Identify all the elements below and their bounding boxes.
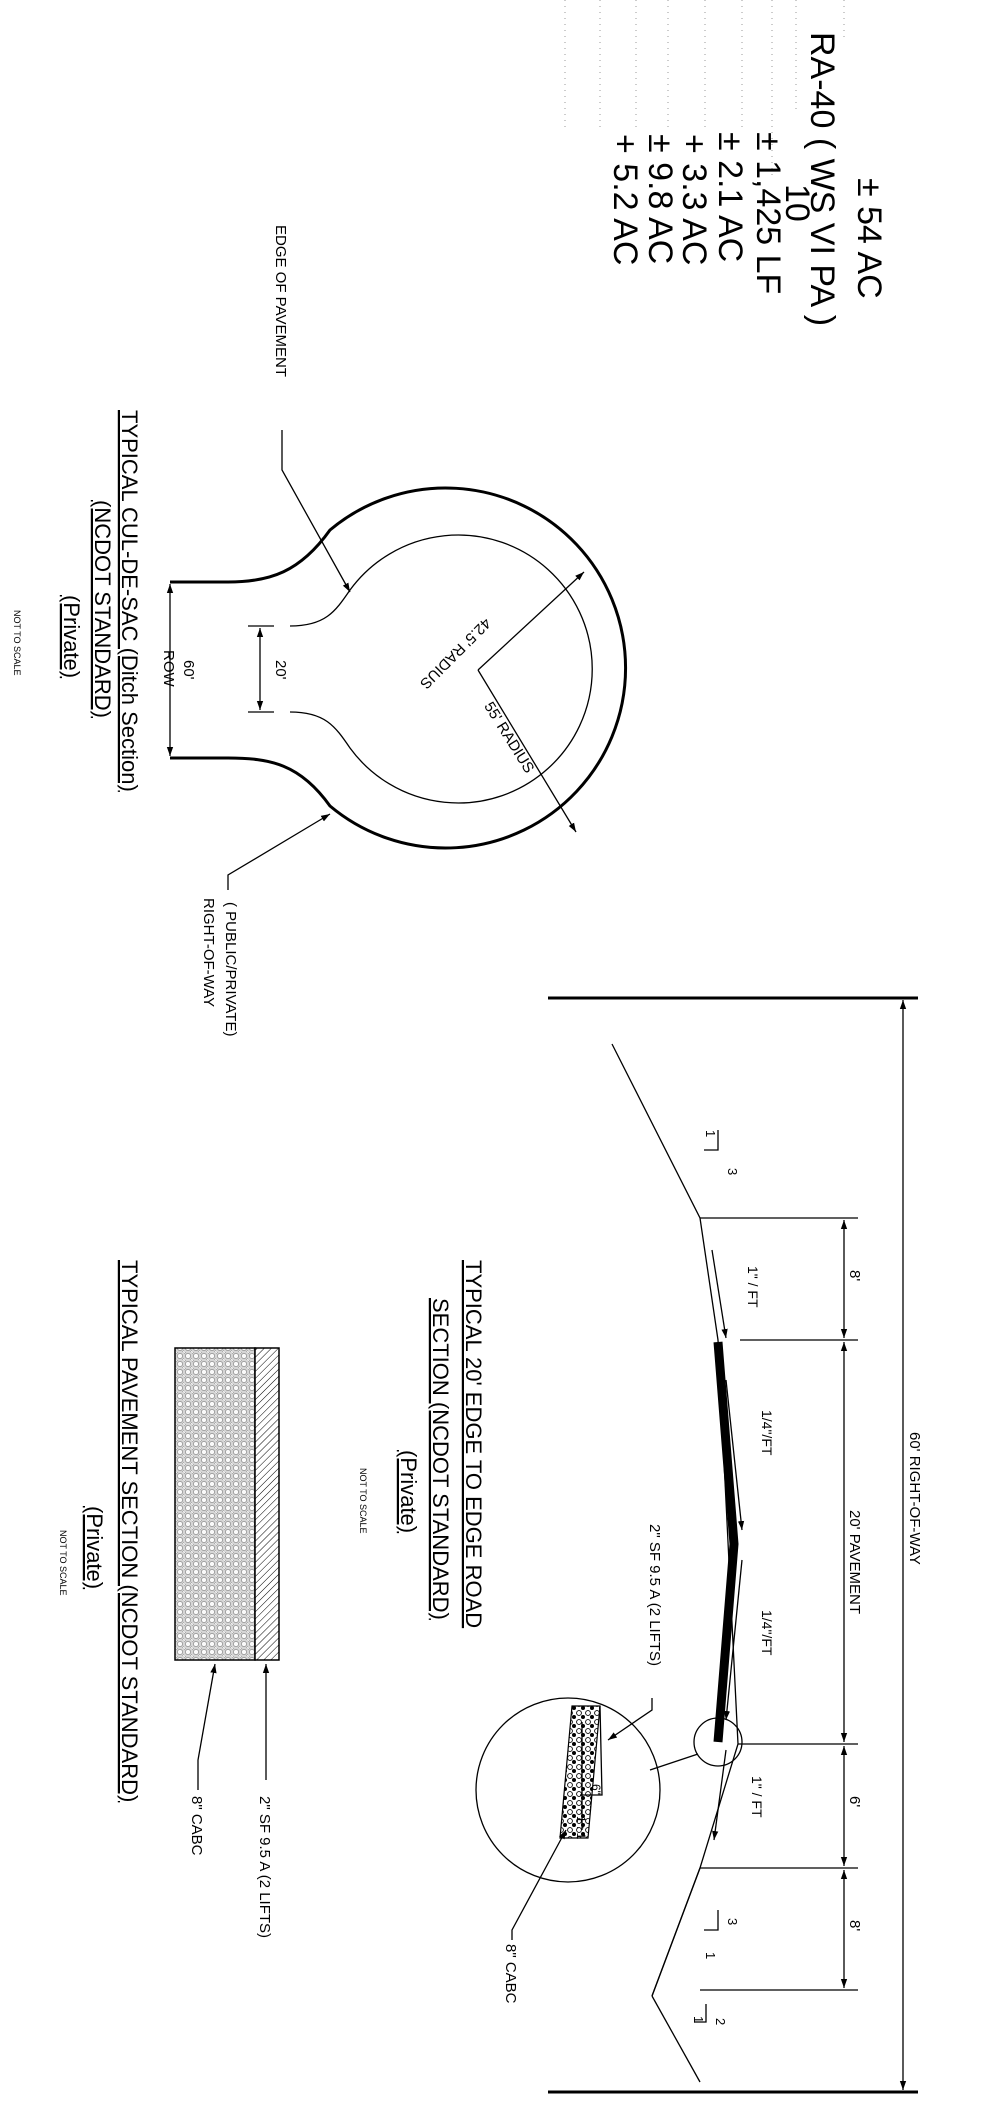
slope-ratio-backslope: 2 [713,2018,728,2025]
slope-ratio-bottom-rise: 1 [703,1952,718,1959]
pavement-base-note: 8" CABC [188,1796,205,1856]
road-pavement-surface [713,1341,739,1743]
base-note-label: 8" CABC [502,1944,519,2004]
slope-ratio-symbol [704,1130,719,1151]
surface-note-leader [607,1698,653,1741]
detail-callout-connector [649,1753,699,1771]
cabc-base-layer [174,1347,256,1661]
outer-radius-label: 55' RADIUS [480,699,537,776]
road-section-title-line3: (Private) [396,1450,421,1533]
shoulder-slope-arrow-top [711,1249,728,1339]
pavement-section-title-line2: (Private) [82,1506,107,1589]
cul-de-sac-edge-of-pavement [289,534,593,804]
backslope-line [651,1995,701,2083]
road-section-scale-note: NOT TO SCALE [358,1468,368,1534]
slope-lane-label-bottom: 1/4"/FT [759,1610,775,1656]
road-section-title-line2: SECTION (NCDOT STANDARD) [428,1298,453,1620]
shoulder-slope-arrow-bottom [712,1749,727,1841]
site-value-remaining: + 5.2 AC [606,134,644,265]
site-value-row-area: ± 2.1 AC [711,132,749,262]
row-width-label: 60' [180,660,197,680]
pavement-width-label: 20' [272,660,289,680]
slope-ratio-top-rise: 1 [703,1130,718,1137]
slope-lane-label-top: 1/4"/FT [759,1410,775,1456]
cul-de-sac-title-line3: (Private) [59,595,84,678]
cul-de-sac-title-line1: TYPICAL CUL-DE-SAC (Ditch Section) [117,410,142,792]
pavement-section-scale-note: NOT TO SCALE [58,1530,68,1596]
lane-slope-arrow-top [725,1379,745,1531]
dim-top-shoulder-label: 8' [846,1270,863,1281]
cul-de-sac-scale-note: NOT TO SCALE [12,610,22,676]
dim-bottom-ditch-label: 8' [846,1920,863,1931]
pavement-section-detail: 2" SF 9.5 A (2 LIFTS) 8" CABC TYPICAL PA… [58,1260,280,1938]
edge-of-pavement-leader [281,430,351,593]
cul-de-sac-detail: 42.5' RADIUS 55' RADIUS 20' 60' ROW EDGE… [12,225,628,1036]
site-value-lots: 10 [778,184,816,222]
slope-ratio-symbol [694,2004,707,2023]
inner-radius-line [477,571,585,671]
pavement-surface-note: 2" SF 9.5 A (2 LIFTS) [256,1796,273,1938]
detail-slope-label: 1 : 1 [574,1816,588,1840]
backslope-line [651,1867,701,1997]
cul-de-sac-title-line2: (NCDOT STANDARD) [90,500,115,718]
detail-depth-label: 6" [589,1784,603,1795]
row-dimension-label: 60' RIGHT-OF-WAY [906,1432,923,1565]
row-label: ROW [160,650,177,688]
row-note-line1: ( PUBLIC/PRIVATE) [222,902,239,1036]
detail-stone-base [559,1705,601,1839]
pavement-dimension-label: 20' PAVEMENT [846,1510,863,1614]
dim-bottom-shoulder-label: 6' [846,1796,863,1807]
slope-shoulder-label-top: 1" / FT [745,1266,761,1308]
detail-callout-circle [693,1717,743,1767]
site-value-area: ± 54 AC [850,178,888,299]
detail-enlarged-circle [475,1697,661,1883]
slope-ratio-top-run: 3 [725,1168,740,1175]
site-value-open-space: + 3.3 AC [675,134,713,265]
row-note-line2: RIGHT-OF-WAY [200,898,217,1007]
inner-radius-label: 42.5' RADIUS [416,614,494,692]
slope-shoulder-label-bottom: 1" / FT [749,1776,765,1818]
base-layer-leader [197,1663,217,1790]
edge-of-pavement-label: EDGE OF PAVEMENT [272,225,289,377]
slope-ratio-backslope-rise: 1 [691,2016,706,2023]
base-note-leader [511,1829,567,1940]
site-value-lot-area: ± 9.8 AC [641,134,679,264]
lane-slope-arrow-bottom [723,1559,743,1721]
site-value-zoning: RA-40 ( WS VI PA ) [803,32,841,326]
detail-base-edge [580,1705,603,1796]
pavement-section-title-line1: TYPICAL PAVEMENT SECTION (NCDOT STANDARD… [117,1260,142,1802]
road-section-detail: 60' RIGHT-OF-WAY 8' 20' PAVEMENT 6' 8' 1… [358,996,923,2094]
site-data-table: ± 54 AC RA-40 ( WS VI PA ) 10 ± 1,425 LF… [564,0,888,326]
outer-radius-line [477,669,577,833]
road-section-title-line1: TYPICAL 20' EDGE TO EDGE ROAD [461,1260,486,1628]
asphalt-surface-layer [254,1347,280,1661]
site-value-road-length: ± 1,425 LF [749,132,787,294]
road-ground-profile [611,1043,739,1997]
slope-ratio-symbol [704,1910,719,1931]
cul-de-sac-row-line [170,486,628,850]
row-note-leader [227,813,331,890]
surface-note-label: 2" SF 9.5 A (2 LIFTS) [646,1524,663,1666]
slope-ratio-bottom-run: 3 [725,1918,740,1925]
